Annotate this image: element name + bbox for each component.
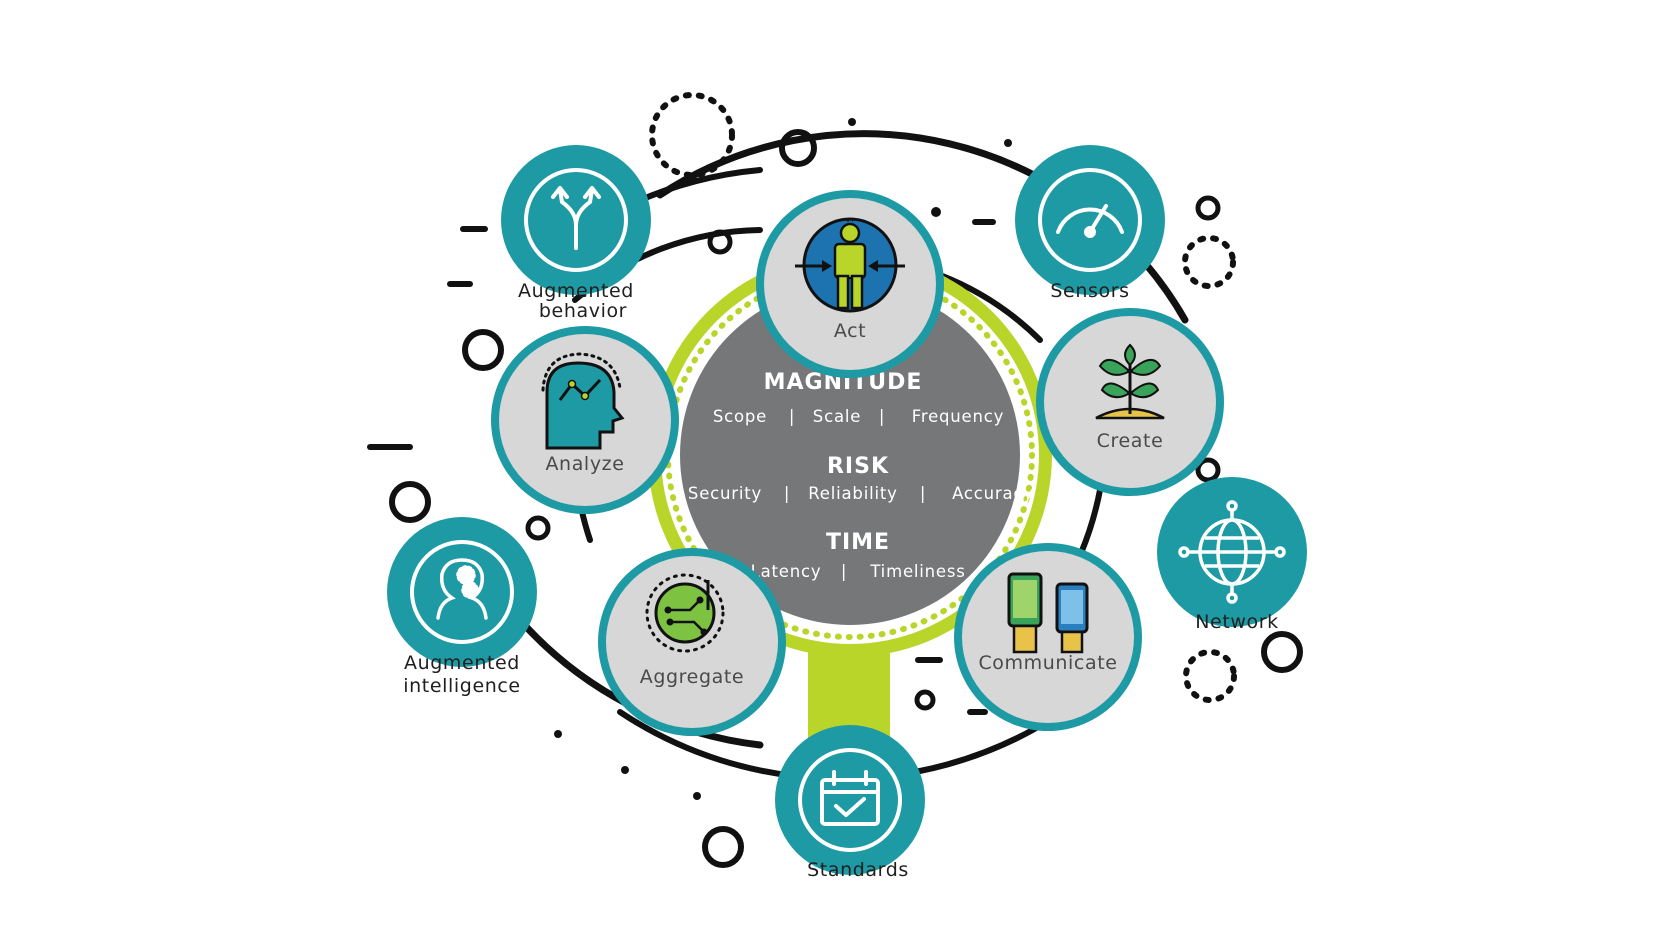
time-item: Latency [751, 562, 822, 581]
node-label: intelligence [403, 675, 520, 697]
node-standards: Standards [775, 725, 925, 881]
node-communicate: Communicate [954, 543, 1142, 731]
node-augmented-behavior: Augmented behavior [501, 145, 651, 322]
node-label: Aggregate [640, 666, 744, 688]
magnitude-item: Frequency [912, 407, 1004, 426]
separator: | [841, 562, 847, 581]
node-create: Create [1036, 308, 1224, 496]
separator: | [920, 484, 926, 503]
magnitude-item: Scale [813, 407, 861, 426]
node-label: Network [1195, 611, 1279, 633]
node-label: Standards [807, 859, 909, 881]
node-label: Analyze [545, 453, 624, 475]
gauge-icon [1056, 204, 1124, 238]
node-act: Act [756, 190, 944, 378]
globe-network-icon [1178, 500, 1286, 604]
risk-item: Accuracy [952, 484, 1034, 503]
head-gears-icon [436, 558, 488, 620]
node-augmented-intelligence: Augmented intelligence [387, 517, 537, 697]
node-label: Augmented [518, 280, 634, 302]
time-item: Timeliness [869, 562, 965, 581]
risk-items: Security | Reliability | Accuracy [688, 484, 1034, 503]
node-label: Augmented [404, 652, 520, 674]
separator: | [784, 484, 790, 503]
node-label: behavior [539, 300, 627, 322]
separator: | [789, 407, 795, 426]
magnitude-item: Scope [713, 407, 767, 426]
phones-hands-icon [1007, 572, 1089, 654]
circuit-ball-icon [645, 573, 725, 653]
time-title: TIME [826, 530, 890, 555]
node-network: Network [1157, 477, 1307, 633]
time-items: Latency | Timeliness [751, 562, 965, 581]
separator: | [879, 407, 885, 426]
core-ring [648, 253, 1052, 760]
node-label: Act [834, 320, 866, 342]
risk-title: RISK [827, 454, 889, 479]
head-chart-icon [541, 352, 625, 450]
node-sensors: Sensors [1015, 145, 1165, 302]
fork-arrows-icon [551, 186, 601, 250]
node-label: Create [1097, 430, 1164, 452]
person-target-icon [795, 217, 905, 313]
risk-item: Reliability [808, 484, 897, 503]
plant-icon [1095, 343, 1165, 420]
calendar-check-icon [820, 770, 880, 826]
magnitude-items: Scope | Scale | Frequency [713, 407, 1004, 426]
node-label: Sensors [1050, 280, 1129, 302]
node-aggregate: Aggregate [598, 548, 786, 736]
node-analyze: Analyze [491, 326, 679, 514]
node-label: Communicate [978, 652, 1117, 674]
risk-item: Security [688, 484, 762, 503]
